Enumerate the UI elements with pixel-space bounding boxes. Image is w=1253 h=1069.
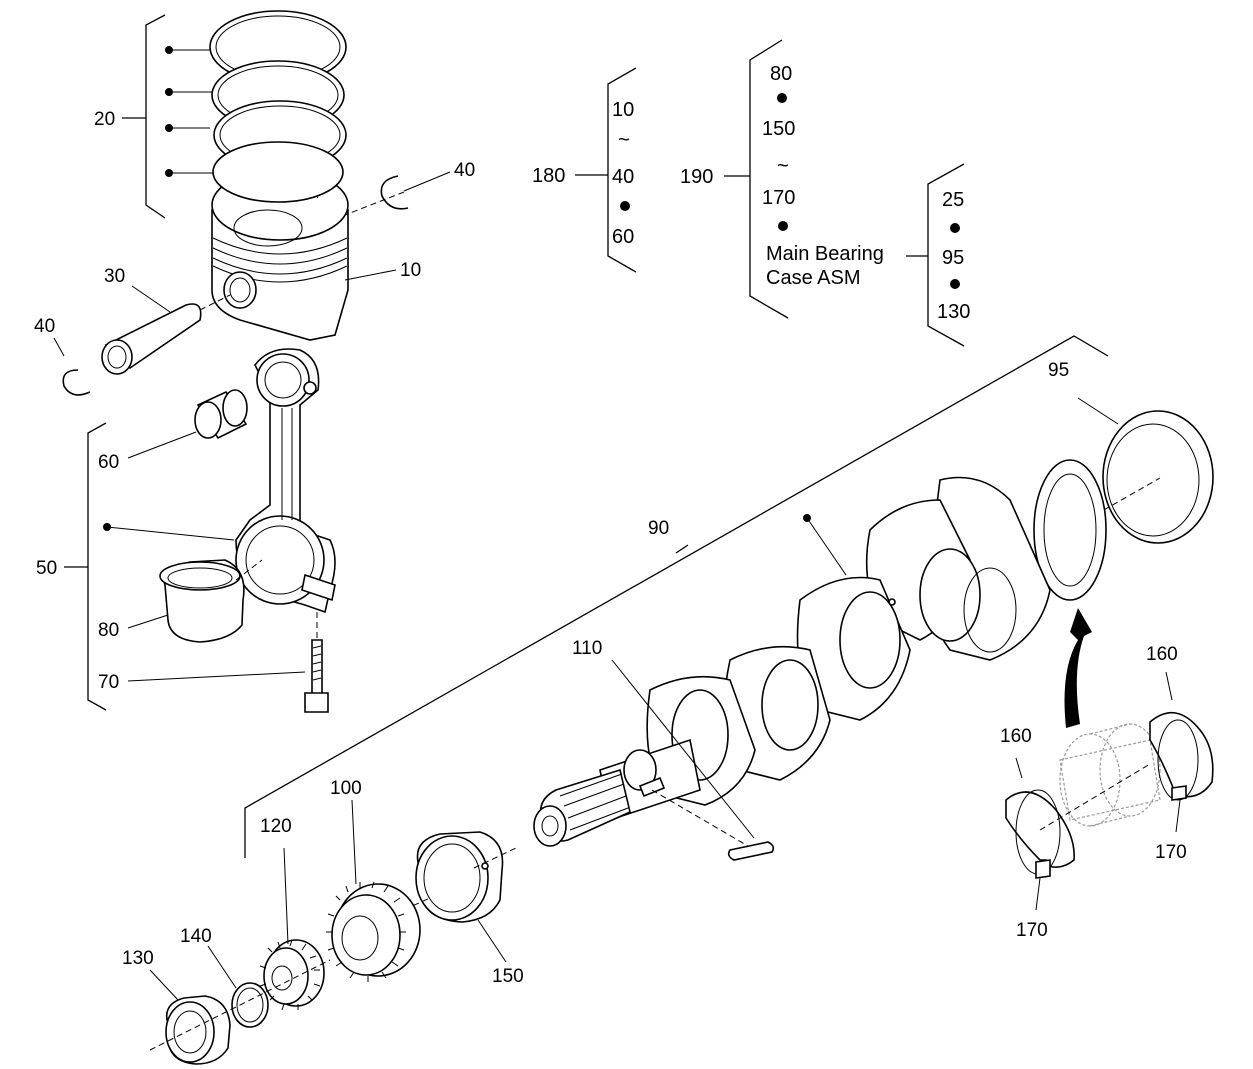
front-bushing: 130 xyxy=(122,948,331,1065)
callout-100: 100 xyxy=(330,778,362,799)
main-bearing-item-3: 130 xyxy=(937,301,970,323)
bullet-dot-icon xyxy=(950,279,960,289)
group-190-range: ~ xyxy=(777,155,789,177)
callout-160-left: 160 xyxy=(1000,726,1032,747)
bullet-dot-icon xyxy=(778,221,788,231)
group-180: 180 10 ~ 40 60 xyxy=(532,67,637,273)
callout-130: 130 xyxy=(122,948,154,969)
small-gear: 120 xyxy=(259,816,325,1011)
ring-set-group: 20 xyxy=(94,14,214,219)
main-bearing-case-group: 25 95 130 xyxy=(927,163,970,347)
callout-30: 30 xyxy=(104,266,125,287)
crankshaft-assembly-group: 90 xyxy=(244,335,1109,858)
callout-20: 20 xyxy=(94,109,115,130)
main-bearing-label-line1: Main Bearing xyxy=(766,243,884,265)
piston-pin: 30 xyxy=(101,266,231,375)
callout-60: 60 xyxy=(98,452,119,473)
callout-70: 70 xyxy=(98,672,119,693)
callout-160-right: 160 xyxy=(1146,644,1178,665)
small-end-bushing: 60 xyxy=(98,389,248,473)
thrust-washer-right: 160 170 xyxy=(1146,644,1214,863)
snap-ring-left: 40 xyxy=(34,316,91,396)
thrust-washer-left: 160 170 xyxy=(1000,726,1151,941)
callout-110: 110 xyxy=(572,638,602,659)
callout-80: 80 xyxy=(98,620,119,641)
group-190-item-1: 80 xyxy=(770,63,792,85)
conrod-bolt: 70 xyxy=(98,612,329,713)
callout-95: 95 xyxy=(1048,360,1069,381)
callout-40-right: 40 xyxy=(454,160,475,181)
thrust-arrow xyxy=(1064,608,1092,728)
callout-40-left: 40 xyxy=(34,316,55,337)
main-bearing: 95 xyxy=(1048,360,1214,544)
bullet-dot-icon xyxy=(777,93,787,103)
callout-120: 120 xyxy=(260,816,292,837)
crankshaft xyxy=(533,459,1107,847)
callout-170-right: 170 xyxy=(1155,842,1187,863)
group-180-id: 180 xyxy=(532,165,565,187)
main-bearing-label-line2: Case ASM xyxy=(766,267,860,289)
o-ring: 140 xyxy=(180,926,269,1028)
main-bearing-item-1: 25 xyxy=(942,189,964,211)
bearing-case-ghost xyxy=(1059,723,1161,827)
group-190-id: 190 xyxy=(680,166,713,188)
group-190: 190 80 150 ~ 170 Main Bearing Case ASM xyxy=(680,39,928,319)
piston-ring-4 xyxy=(212,141,344,203)
group-190-item-2: 150 xyxy=(762,118,795,140)
group-180-item-3: 60 xyxy=(612,226,634,248)
connecting-rod-bearing: 80 xyxy=(98,559,263,643)
main-bearing-item-2: 95 xyxy=(942,247,964,269)
crankshaft-key: 110 xyxy=(572,638,775,861)
bullet-dot-icon xyxy=(950,223,960,233)
callout-170-left: 170 xyxy=(1016,920,1048,941)
callout-150: 150 xyxy=(492,966,524,987)
group-190-item-3: 170 xyxy=(762,187,795,209)
callout-50: 50 xyxy=(36,558,57,579)
callout-90: 90 xyxy=(648,518,669,539)
gear-bushing: 150 xyxy=(385,831,524,987)
snap-ring-right: 40 xyxy=(344,160,475,216)
connecting-rod xyxy=(235,348,336,614)
group-180-item-1: 10 xyxy=(612,99,634,121)
connecting-rod-assembly-group: 50 xyxy=(36,422,235,711)
arrow-curve-icon xyxy=(1064,608,1092,728)
callout-140: 140 xyxy=(180,926,212,947)
callout-10: 10 xyxy=(400,260,421,281)
group-180-item-2: 40 xyxy=(612,166,634,188)
crankshaft-gear: 100 xyxy=(326,778,421,982)
bullet-dot-icon xyxy=(620,201,630,211)
group-180-range: ~ xyxy=(618,129,630,151)
